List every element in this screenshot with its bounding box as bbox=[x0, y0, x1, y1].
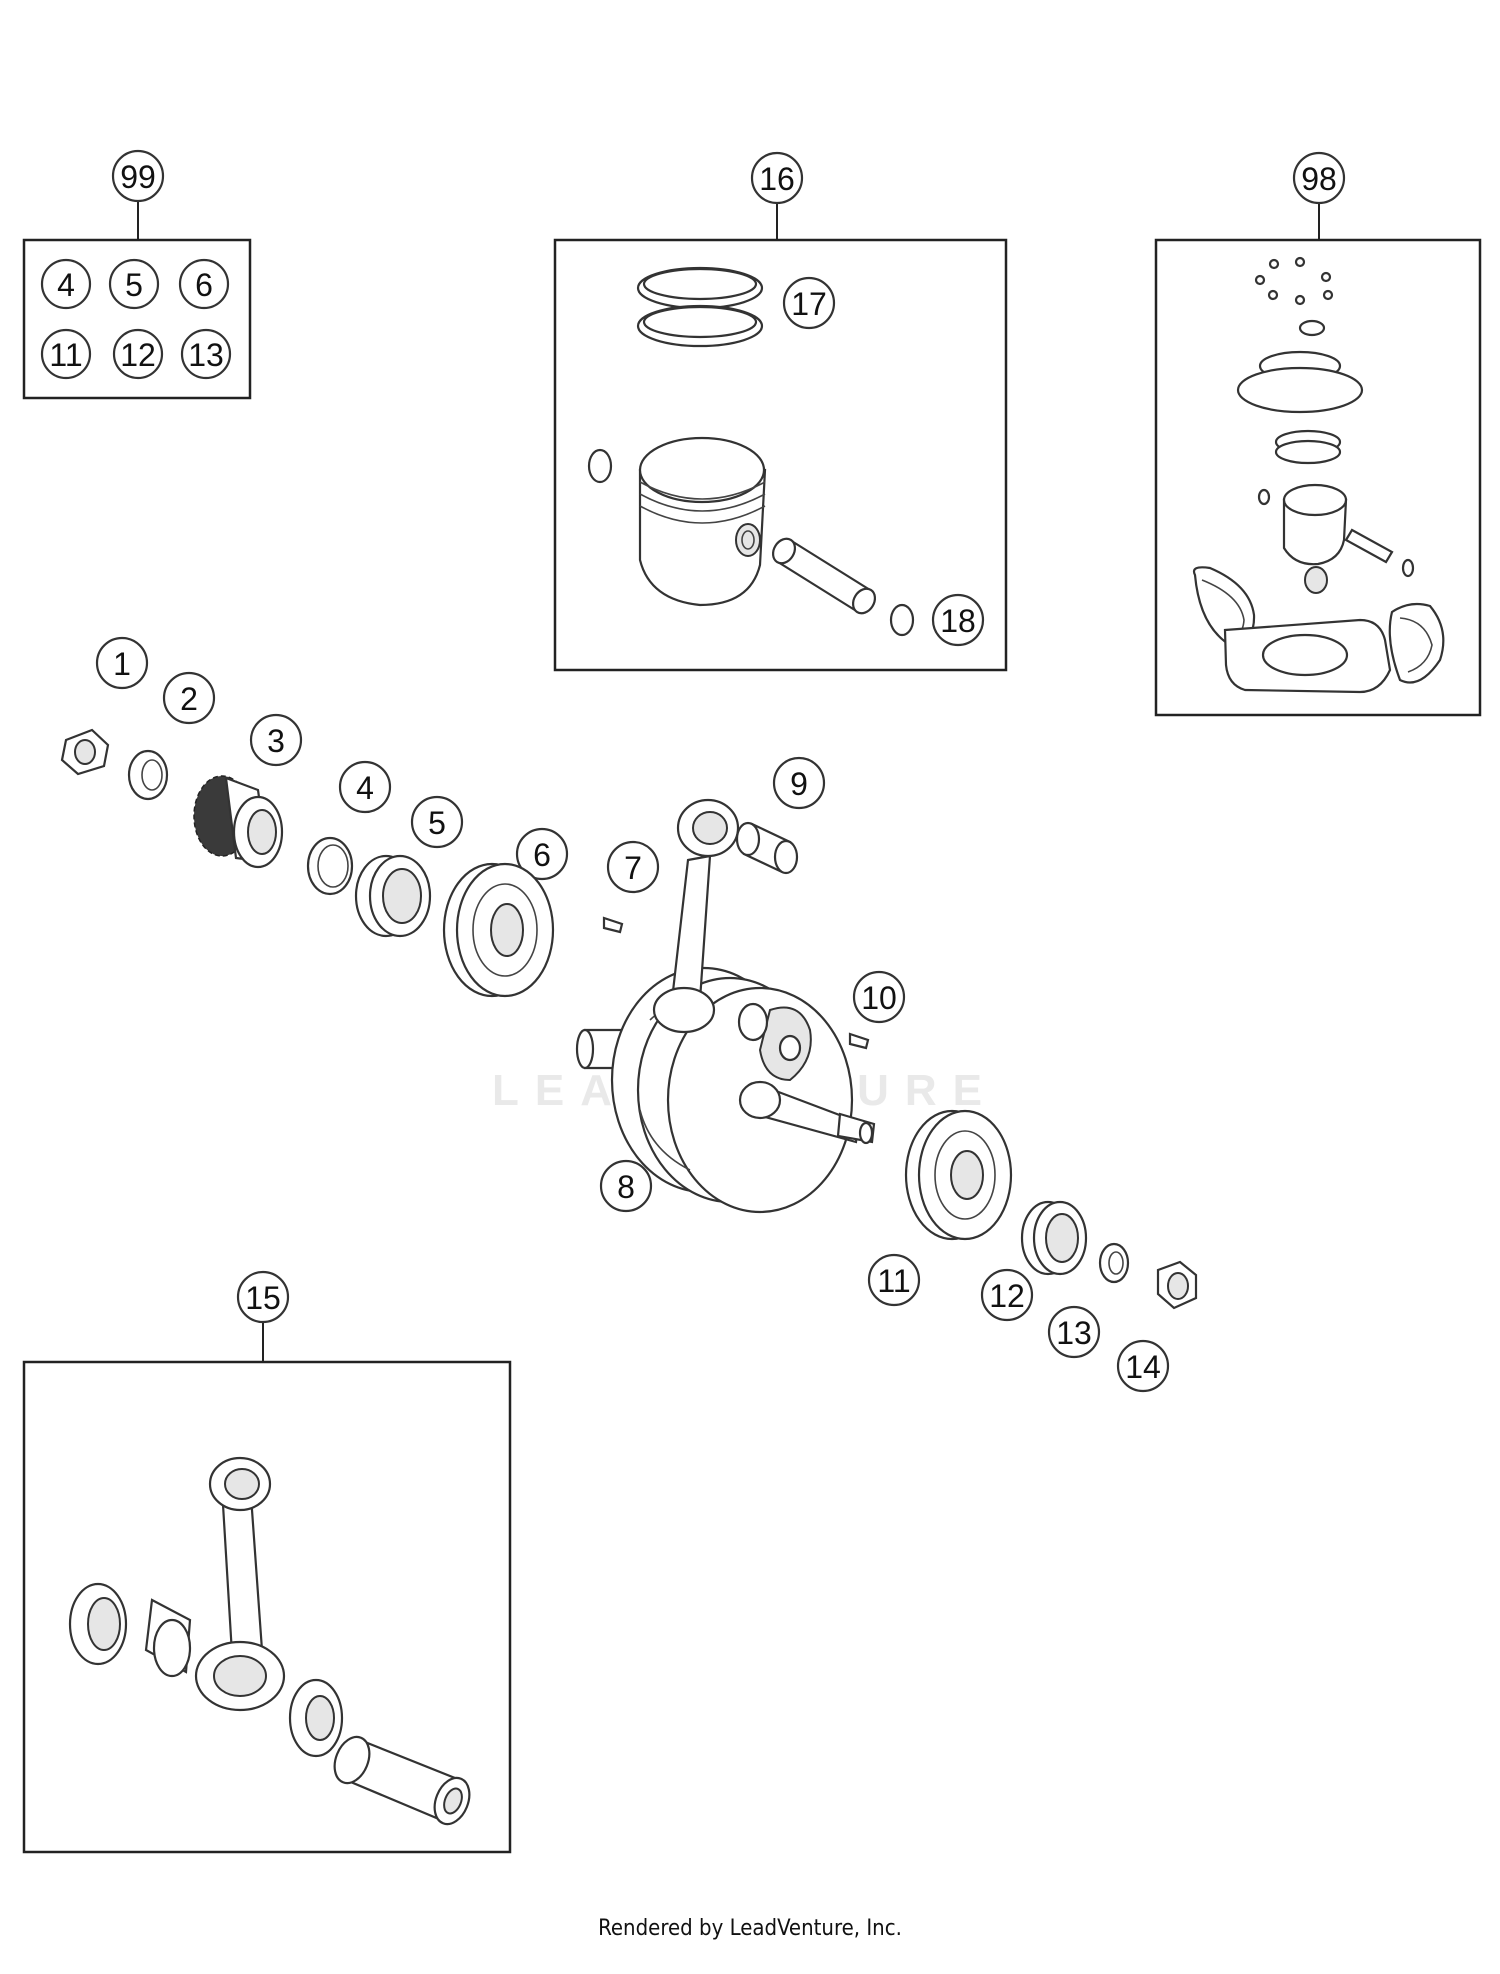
callout-15: 15 bbox=[245, 1280, 281, 1316]
part-10-key[interactable] bbox=[848, 1032, 870, 1050]
part-2-washer[interactable] bbox=[127, 749, 169, 801]
kit-99-item-5: 5 bbox=[125, 267, 143, 303]
callout-4: 4 bbox=[356, 770, 374, 806]
piston[interactable] bbox=[638, 436, 767, 607]
circlip-left[interactable] bbox=[587, 448, 613, 484]
callout-6: 6 bbox=[533, 837, 551, 873]
kit-99-box bbox=[22, 238, 252, 400]
conrod-kit-15-group[interactable]: 15 bbox=[22, 1270, 512, 1854]
kit-99-group[interactable]: 99 4 5 6 11 12 13 bbox=[22, 149, 252, 400]
kit-99-item-11: 11 bbox=[49, 337, 82, 373]
callout-9: 9 bbox=[790, 766, 808, 802]
top-end-kit-98-group[interactable]: 98 bbox=[1154, 151, 1482, 717]
callout-3: 3 bbox=[267, 723, 285, 759]
callout-18: 18 bbox=[940, 603, 976, 639]
callout-98: 98 bbox=[1301, 161, 1337, 197]
part-1-nut[interactable] bbox=[60, 728, 110, 776]
part-5-seal[interactable] bbox=[354, 854, 432, 938]
part-4-o-ring[interactable] bbox=[306, 836, 354, 896]
kit-99-item-6: 6 bbox=[195, 267, 213, 303]
callout-12: 12 bbox=[989, 1278, 1025, 1314]
kit-99-item-13: 13 bbox=[188, 337, 224, 373]
callout-8: 8 bbox=[617, 1169, 635, 1205]
part-3-gear[interactable] bbox=[193, 775, 284, 869]
piston-kit-16-group[interactable]: 16 17 18 bbox=[553, 151, 1008, 672]
callout-2: 2 bbox=[180, 681, 198, 717]
circlip-18[interactable] bbox=[889, 603, 915, 637]
part-6-bearing[interactable] bbox=[442, 862, 555, 998]
piston-rings-17[interactable] bbox=[636, 266, 764, 348]
callout-14: 14 bbox=[1125, 1349, 1161, 1385]
callout-17: 17 bbox=[791, 286, 827, 322]
callout-13: 13 bbox=[1056, 1315, 1092, 1351]
callout-5: 5 bbox=[428, 805, 446, 841]
callout-99: 99 bbox=[120, 159, 156, 195]
footer-credit: Rendered by LeadVenture, Inc. bbox=[598, 1916, 902, 1941]
piston-kit-16-box bbox=[553, 238, 1008, 672]
callout-11: 11 bbox=[877, 1263, 910, 1299]
part-11-bearing[interactable] bbox=[904, 1109, 1013, 1241]
top-end-kit-98-box bbox=[1154, 238, 1482, 717]
kit-99-item-12: 12 bbox=[120, 337, 156, 373]
kit-99-item-4: 4 bbox=[57, 267, 75, 303]
callout-16: 16 bbox=[759, 161, 795, 197]
part-14-nut[interactable] bbox=[1156, 1260, 1198, 1310]
conrod-kit-15-box bbox=[22, 1360, 512, 1854]
part-12-seal[interactable] bbox=[1020, 1200, 1088, 1276]
callout-7: 7 bbox=[624, 850, 642, 886]
callout-1: 1 bbox=[113, 646, 131, 682]
callout-10: 10 bbox=[861, 980, 897, 1016]
part-13-washer[interactable] bbox=[1098, 1242, 1130, 1284]
wrist-pin[interactable] bbox=[769, 535, 880, 618]
part-9-needle-bearing[interactable] bbox=[735, 821, 799, 875]
part-8-crankshaft[interactable] bbox=[575, 798, 876, 1214]
part-7-key[interactable] bbox=[602, 916, 624, 934]
